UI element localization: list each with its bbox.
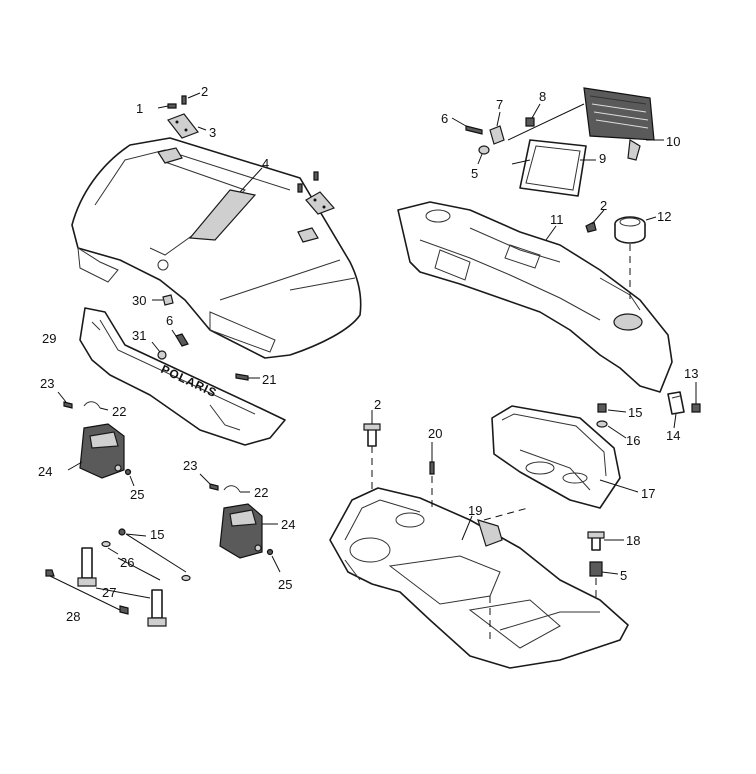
callout-28: 28 (66, 609, 80, 624)
hood-hinge-left (167, 113, 199, 139)
bolt-6-front (171, 329, 189, 347)
callout-23: 23 (183, 458, 197, 473)
callout-2: 2 (201, 84, 208, 99)
callout-27: 27 (102, 585, 116, 600)
callout-30: 30 (132, 293, 146, 308)
storage-lid-10 (583, 87, 664, 161)
callout-15: 15 (150, 527, 164, 542)
headlight-left (79, 423, 125, 479)
callout-29: 29 (42, 331, 56, 346)
grommet-5-rear (477, 145, 490, 165)
bulb-25-left (124, 468, 135, 487)
screw-23-right (199, 473, 219, 491)
callout-16: 16 (626, 433, 640, 448)
callout-17: 17 (641, 486, 655, 501)
screw-8 (525, 103, 541, 127)
callout-24: 24 (38, 464, 52, 479)
screw-1 (157, 103, 177, 109)
gasket-9 (519, 139, 596, 197)
callout-19: 19 (468, 503, 482, 518)
bolt-18 (587, 531, 624, 551)
callout-25: 25 (130, 487, 144, 502)
callout-10: 10 (666, 134, 680, 149)
rear-rack-panel (397, 201, 673, 393)
screw-2-rear (585, 209, 605, 233)
nut-15-left (118, 528, 187, 573)
callout-7: 7 (496, 97, 503, 112)
bolt-6-rear (451, 117, 483, 135)
callout-25: 25 (278, 577, 292, 592)
callout-3: 3 (209, 125, 216, 140)
washer-16 (596, 420, 627, 439)
clip-14 (667, 391, 685, 429)
callout-6: 6 (166, 313, 173, 328)
nut-31 (151, 341, 167, 360)
callout-11: 11 (550, 212, 564, 227)
nut-15-right (597, 403, 627, 413)
mount-bolt-27-right (147, 589, 167, 627)
callout-26: 26 (120, 555, 134, 570)
callout-13: 13 (684, 366, 698, 381)
callout-5: 5 (620, 568, 627, 583)
callout-21: 21 (262, 372, 276, 387)
cap-12 (614, 216, 657, 244)
bracket-7 (489, 111, 505, 145)
screw-28 (45, 569, 129, 615)
storage-box-17 (491, 405, 621, 509)
clip-30 (152, 294, 174, 306)
callout-12: 12 (657, 209, 671, 224)
screw-23-left (57, 391, 73, 409)
screw-20 (429, 442, 435, 475)
callout-14: 14 (666, 428, 680, 443)
callout-2: 2 (374, 397, 381, 412)
front-hood (71, 137, 362, 359)
callout-15: 15 (628, 405, 642, 420)
headlight-right (219, 503, 263, 559)
bulb-25-right (266, 548, 281, 573)
clip-13 (691, 382, 701, 413)
callout-2: 2 (600, 198, 607, 213)
callout-4: 4 (262, 156, 269, 171)
callout-9: 9 (599, 151, 606, 166)
callout-labels: 1 2 3 4 6 7 8 5 9 10 11 2 12 30 6 29 31 … (38, 84, 698, 624)
footwell-floor-panel (329, 487, 629, 669)
hood-hinge-right (305, 191, 336, 215)
screws-right-hinge (297, 171, 319, 193)
callout-31: 31 (132, 328, 146, 343)
callout-22: 22 (112, 404, 126, 419)
spring-clip-22-right (223, 485, 250, 493)
callout-5: 5 (471, 166, 478, 181)
callout-24: 24 (281, 517, 295, 532)
washer-26 (101, 540, 191, 582)
callout-20: 20 (428, 426, 442, 441)
bolt-2-floor (363, 410, 381, 447)
callout-22: 22 (254, 485, 268, 500)
screw-2-top (181, 92, 201, 105)
callout-18: 18 (626, 533, 640, 548)
callout-8: 8 (539, 89, 546, 104)
callout-23: 23 (40, 376, 54, 391)
grommet-5-floor (589, 561, 619, 577)
spring-clip-22-left (83, 401, 109, 411)
mount-bolt-27-left (77, 547, 97, 587)
callout-6: 6 (441, 111, 448, 126)
screw-21 (235, 373, 260, 381)
callout-1: 1 (136, 101, 143, 116)
